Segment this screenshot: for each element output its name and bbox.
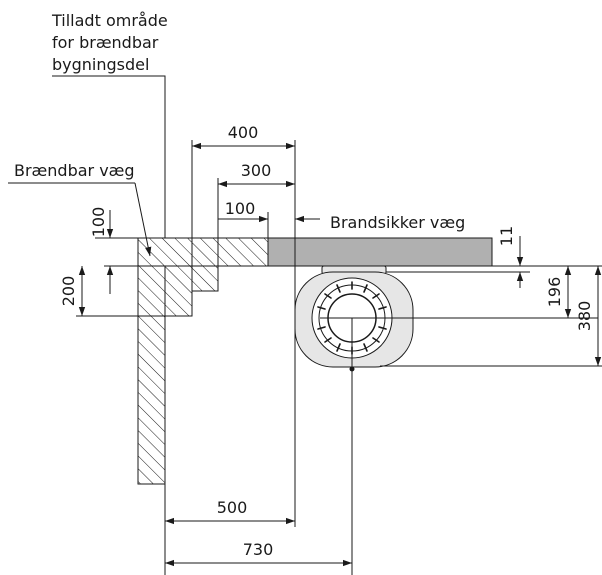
dim-400: 400	[228, 123, 259, 142]
dim-100-left: 100	[89, 207, 108, 238]
dim-300: 300	[241, 161, 272, 180]
dim-100-top: 100	[225, 199, 256, 218]
stove	[294, 265, 598, 575]
fireproof-wall	[267, 237, 493, 267]
dim-196: 196	[545, 277, 564, 308]
allowed-area-label: Tilladt område for brændbar bygningsdel	[51, 11, 168, 74]
fireproof-wall-label: Brandsikker væg	[330, 213, 465, 232]
dim-500: 500	[217, 498, 248, 517]
allowed-area-line-3: bygningsdel	[52, 55, 149, 74]
combustible-wall-label: Brændbar væg	[14, 161, 135, 180]
dim-200: 200	[59, 276, 78, 307]
dim-730: 730	[243, 540, 274, 559]
dim-11: 11	[497, 226, 516, 246]
dim-380: 380	[575, 301, 594, 332]
allowed-area-leader	[52, 75, 166, 238]
stove-vents	[317, 281, 387, 355]
allowed-area-line-1: Tilladt område	[51, 11, 168, 30]
allowed-area-line-2: for brændbar	[52, 33, 159, 52]
